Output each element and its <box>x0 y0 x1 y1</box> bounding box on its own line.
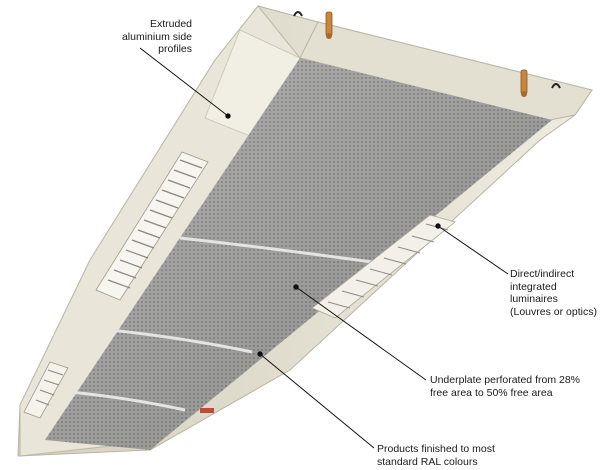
left-luminaire-louvre <box>95 151 209 301</box>
right-luminaire-strip <box>311 214 456 319</box>
hook-right <box>551 83 561 89</box>
leader-underplate <box>295 286 427 381</box>
leader-finish <box>259 353 375 449</box>
underplate-shading <box>45 58 552 450</box>
right-end-cap <box>299 21 593 121</box>
leader-luminaires <box>437 225 509 275</box>
red-label-detail <box>200 408 214 413</box>
callout-underplate: Underplate perforated from 28% free area… <box>430 374 580 399</box>
leader-dot-luminaires <box>435 223 441 229</box>
left-lower-luminaire <box>23 361 69 419</box>
leader-dot-finish <box>257 351 263 357</box>
panel-seam-2 <box>109 328 253 354</box>
callout-luminaires: Direct/indirect integrated luminaires (L… <box>510 268 597 318</box>
leader-side-profiles <box>139 47 229 117</box>
panel-seam-1 <box>179 236 373 264</box>
callout-side-profiles: Extruded aluminium side profiles <box>121 18 192 55</box>
suspension-fitting-left <box>325 11 333 39</box>
panel-seam-3 <box>69 390 186 412</box>
leader-dot-underplate <box>293 284 299 290</box>
leader-dot-side-profiles <box>225 113 231 119</box>
hook-left <box>293 11 303 17</box>
callout-finish: Products finished to most standard RAL c… <box>377 443 495 468</box>
suspension-fitting-right <box>520 69 528 97</box>
